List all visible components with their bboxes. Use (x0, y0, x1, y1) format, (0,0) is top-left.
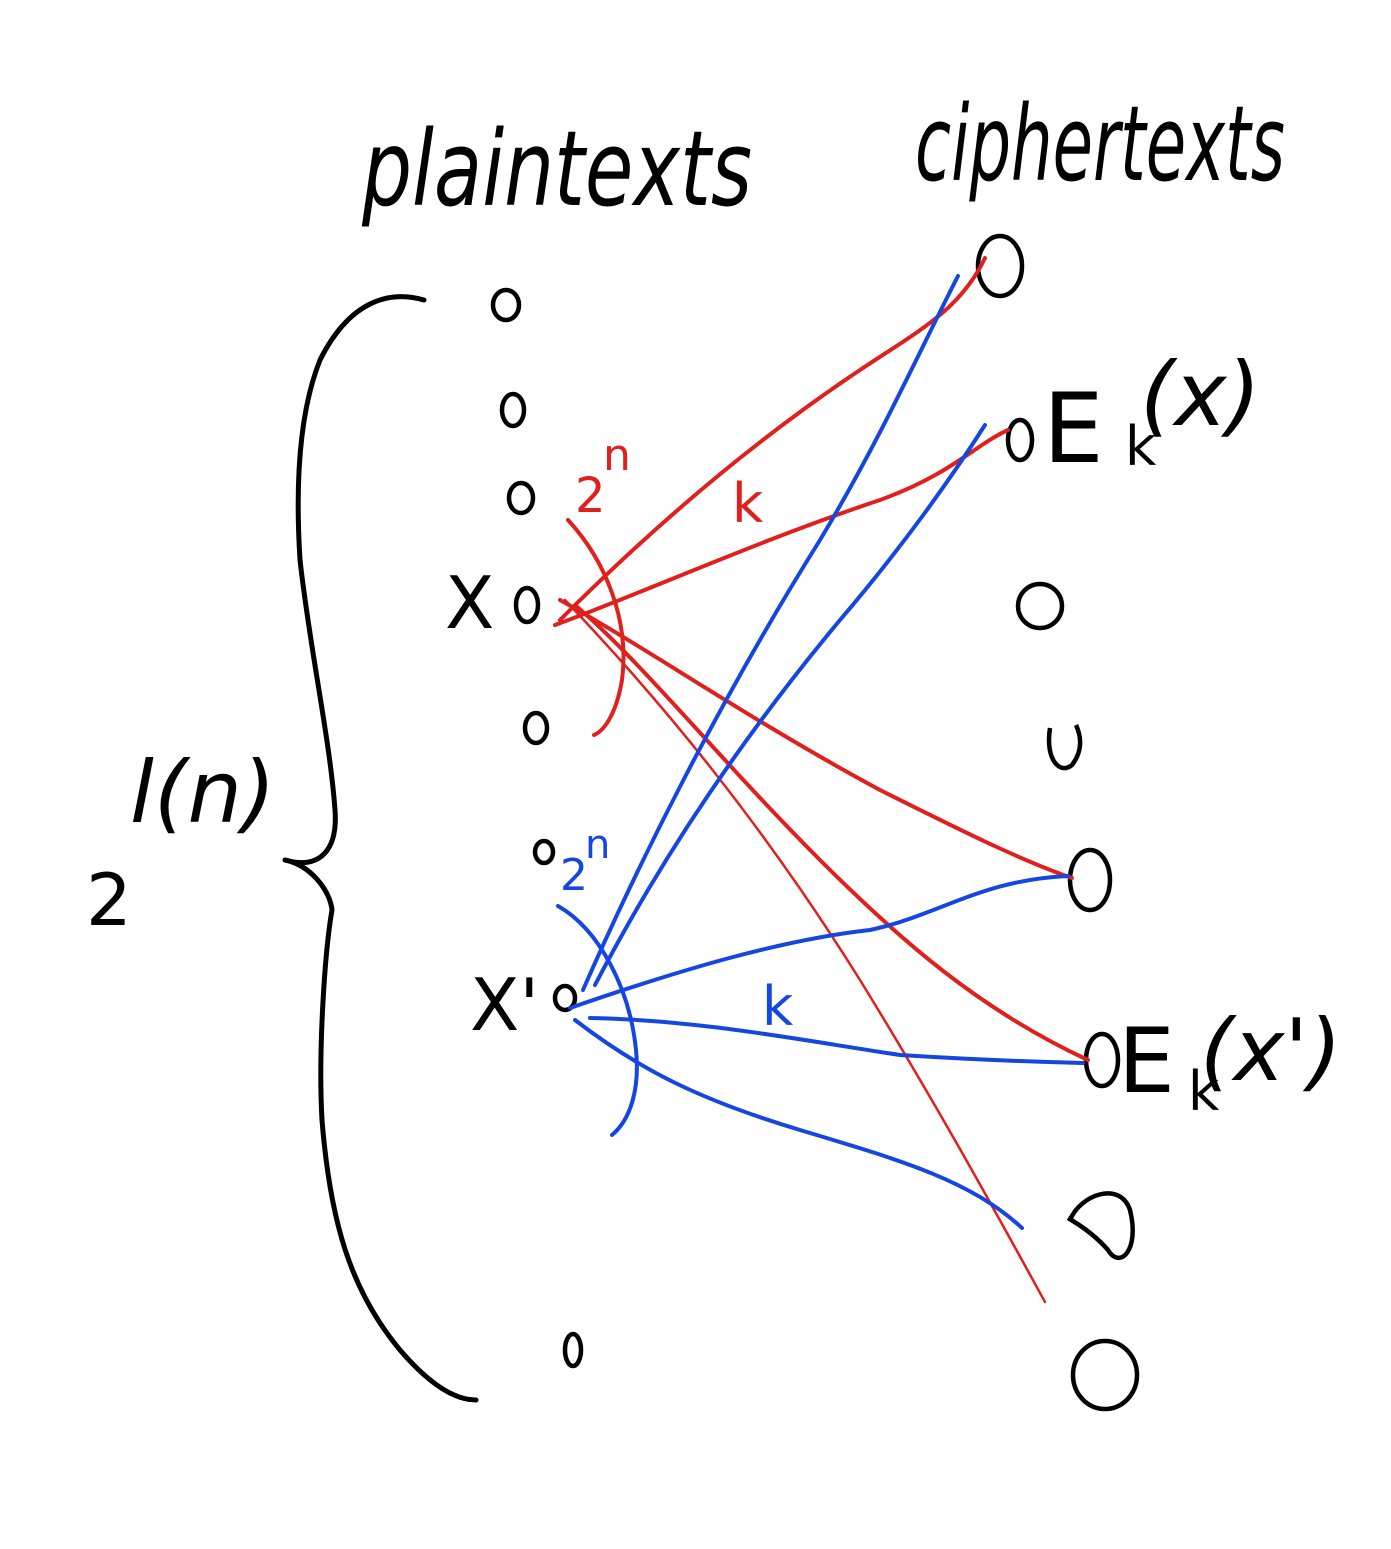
red-key-label: k (732, 472, 764, 535)
heading-plaintexts: plaintexts (361, 108, 752, 230)
blue-key-label: k (762, 975, 794, 1038)
label-ek-x-arg: (x) (1140, 343, 1261, 446)
label-ek-x: E (1043, 373, 1104, 485)
ciphertext-node (1046, 724, 1083, 771)
plaintext-node (506, 480, 536, 516)
blue-edge-to-node6 (568, 874, 1070, 1010)
red-count-exponent: n (603, 430, 631, 481)
ciphertext-node (1066, 1191, 1135, 1260)
plaintext-node (522, 710, 550, 746)
blue-edge-to-node8 (573, 1018, 1024, 1230)
blue-fan-arc (556, 904, 639, 1137)
red-fan-arc (566, 518, 626, 737)
heading-ciphertexts: ciphertexts (915, 83, 1285, 205)
label-ek-x-prime: E (1118, 1009, 1175, 1114)
ciphertext-node-ek-x (1005, 417, 1035, 463)
red-edge-to-top (558, 256, 987, 622)
plaintext-node (562, 1331, 584, 1369)
red-count-label: 2 (575, 468, 606, 524)
red-edge-to-bottom (563, 598, 1047, 1304)
ciphertext-node (1070, 1338, 1140, 1412)
ciphertext-node (1015, 581, 1065, 631)
plaintext-node (490, 287, 522, 323)
plaintext-node (532, 838, 556, 866)
blue-count-exponent: n (585, 822, 610, 868)
red-edge-to-ek-x (553, 428, 1010, 627)
plaintext-node (499, 391, 527, 429)
brace-label-base: 2 (86, 858, 132, 942)
label-ek-x-prime-sub: k (1188, 1060, 1220, 1123)
brace-label-exponent: l(n) (130, 743, 276, 843)
label-ek-x-prime-arg: (x') (1200, 1001, 1342, 1101)
ciphertext-node (1067, 847, 1113, 913)
plaintext-node-x-prime (552, 983, 578, 1013)
ciphertext-nodes (975, 233, 1140, 1412)
blue-edge-to-ek-x (593, 423, 987, 987)
ciphertext-node-ek-x-prime (1083, 1031, 1121, 1089)
red-edge-to-ek-x-prime (573, 603, 1090, 1062)
red-edges (553, 256, 1090, 1304)
red-edge-to-node6 (558, 598, 1074, 880)
plaintext-nodes (490, 287, 584, 1369)
blue-count-label: 2 (560, 850, 588, 901)
label-x-prime: X' (470, 963, 539, 1047)
label-ek-x-sub: k (1125, 415, 1157, 478)
blue-edges (568, 274, 1085, 1230)
plaintext-node-x (513, 585, 541, 625)
plaintext-space-brace (282, 294, 479, 1403)
label-x: X (445, 561, 494, 645)
blue-edge-to-ek-x-prime (588, 1016, 1085, 1065)
ciphertext-node (975, 233, 1025, 299)
blue-edge-to-top (581, 274, 960, 992)
